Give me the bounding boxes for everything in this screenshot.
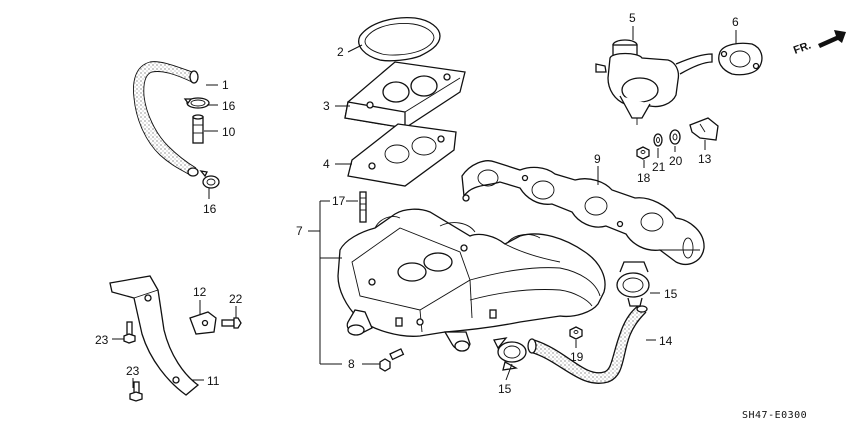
water-hose-part-14	[527, 305, 648, 384]
bolt-part-8	[379, 348, 405, 372]
callout-14: 14	[659, 334, 673, 348]
hose-clamp-upper	[183, 97, 210, 109]
leader-lines	[112, 26, 737, 388]
callout-16-upper: 16	[222, 99, 236, 113]
callout-15-bottom: 15	[498, 382, 512, 396]
hose-clamp-lower	[199, 170, 220, 189]
gasket-part-2	[358, 16, 441, 62]
callout-2: 2	[337, 45, 344, 59]
washer-part-21	[653, 133, 663, 147]
callout-9: 9	[594, 152, 601, 166]
bolt-part-23-lower	[129, 381, 143, 402]
stud-bolt-part-17	[359, 191, 367, 223]
callout-13: 13	[698, 152, 712, 166]
callout-3: 3	[323, 99, 330, 113]
callout-17: 17	[332, 194, 346, 208]
callout-21: 21	[652, 160, 666, 174]
callout-10: 10	[222, 125, 236, 139]
callout-6: 6	[732, 15, 739, 29]
front-arrow-icon	[818, 30, 846, 48]
callout-1: 1	[222, 78, 229, 92]
breather-hose-part-1	[133, 61, 199, 177]
callout-8: 8	[348, 357, 355, 371]
callout-labels: 1 16 10 16 2 3 4 5 6 9 17 7 8 18 21 20 1…	[95, 11, 739, 396]
insulator-part-3	[344, 61, 466, 129]
hose-clamp-bottom	[493, 337, 527, 371]
fuel-pump-part-5	[595, 39, 713, 125]
bracket-part-11	[109, 275, 200, 396]
callout-23-lower: 23	[126, 364, 140, 378]
bolt-part-23-upper	[123, 321, 136, 344]
bolt-part-22	[221, 317, 242, 329]
breather-pipe-part-10	[192, 114, 204, 144]
bracket-part-13	[689, 117, 719, 141]
diagram-code: SH47-E0300	[742, 410, 807, 421]
intake-manifold-part-7	[337, 208, 606, 352]
callout-11: 11	[207, 374, 220, 388]
nut-part-19	[569, 326, 583, 340]
callout-12: 12	[193, 285, 207, 299]
callout-16-lower: 16	[203, 202, 217, 216]
callout-15-right: 15	[664, 287, 678, 301]
nut-part-18	[636, 146, 650, 160]
front-direction-indicator: FR.	[792, 30, 846, 57]
fr-label: FR.	[792, 39, 813, 56]
callout-19: 19	[570, 350, 584, 364]
gasket-part-6	[718, 42, 763, 76]
callout-20: 20	[669, 154, 683, 168]
callout-5: 5	[629, 11, 636, 25]
callout-7: 7	[296, 224, 303, 238]
manifold-gasket-part-9	[461, 160, 705, 265]
bracket-part-12	[189, 311, 217, 335]
hose-clamp-right	[616, 261, 650, 307]
gasket-part-4	[347, 123, 457, 187]
callout-18: 18	[637, 171, 651, 185]
washer-part-20	[669, 129, 681, 145]
callout-23-upper: 23	[95, 333, 109, 347]
callout-22: 22	[229, 292, 243, 306]
callout-4: 4	[323, 157, 330, 171]
